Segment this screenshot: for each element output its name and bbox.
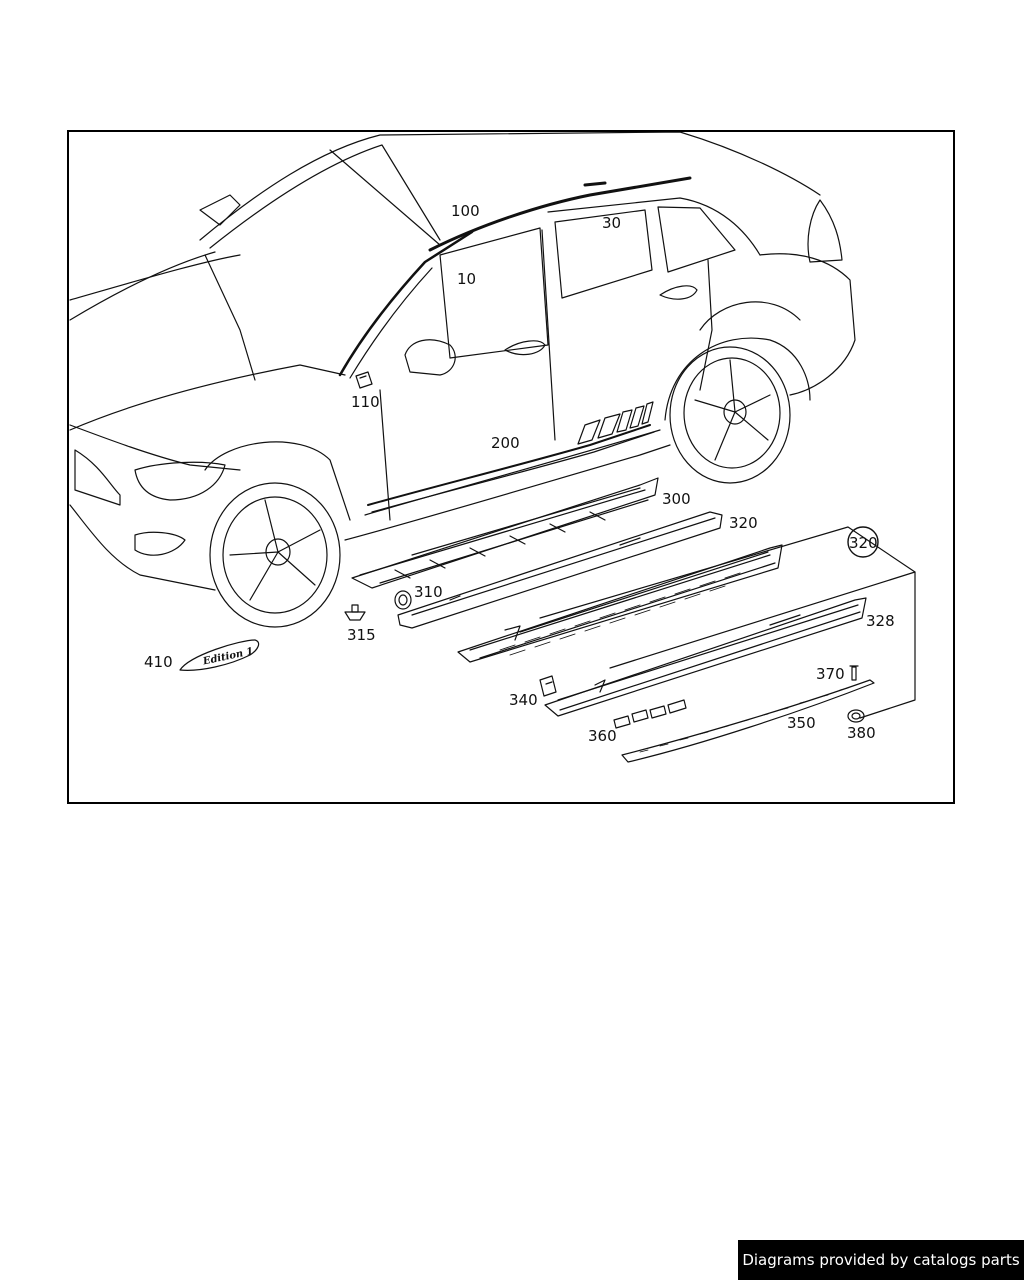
label-340: 340 (509, 691, 538, 709)
group-320-bracket (539, 526, 916, 719)
part-380-cap (847, 709, 865, 723)
label-328: 328 (866, 612, 895, 630)
label-315: 315 (347, 626, 376, 644)
emblem-text: Edition 1 (201, 646, 254, 668)
label-10: 10 (457, 270, 476, 288)
label-320-circled: 320 (849, 534, 878, 552)
credit-banner: Diagrams provided by catalogs parts (738, 1240, 1024, 1280)
label-410: 410 (144, 653, 173, 671)
part-320-trim (397, 511, 723, 629)
label-360: 360 (588, 727, 617, 745)
part-350-step-pad (621, 679, 875, 763)
label-300: 300 (662, 490, 691, 508)
part-328-board (544, 597, 867, 717)
part-labels: 100 30 10 110 200 300 320 320 310 315 32… (144, 202, 895, 745)
part-410-emblem: Edition 1 (179, 639, 260, 671)
part-310-nut (394, 590, 412, 610)
credit-text: Diagrams provided by catalogs parts (742, 1251, 1020, 1269)
part-360-pads (613, 699, 687, 729)
rear-wheel (664, 337, 811, 484)
label-370: 370 (816, 665, 845, 683)
label-30: 30 (602, 214, 621, 232)
label-100: 100 (451, 202, 480, 220)
callout-circle-320 (847, 526, 879, 558)
label-200: 200 (491, 434, 520, 452)
front-wheel (204, 441, 351, 628)
label-310: 310 (414, 583, 443, 601)
label-320: 320 (729, 514, 758, 532)
part-340-clip (539, 675, 557, 697)
label-380: 380 (847, 724, 876, 742)
part-315-clip (344, 604, 366, 621)
part-370-screw (849, 665, 859, 681)
label-350: 350 (787, 714, 816, 732)
part-300-bracket (351, 477, 659, 589)
label-110: 110 (351, 393, 380, 411)
vehicle-outline (69, 132, 856, 591)
part-110-clip (355, 371, 373, 389)
